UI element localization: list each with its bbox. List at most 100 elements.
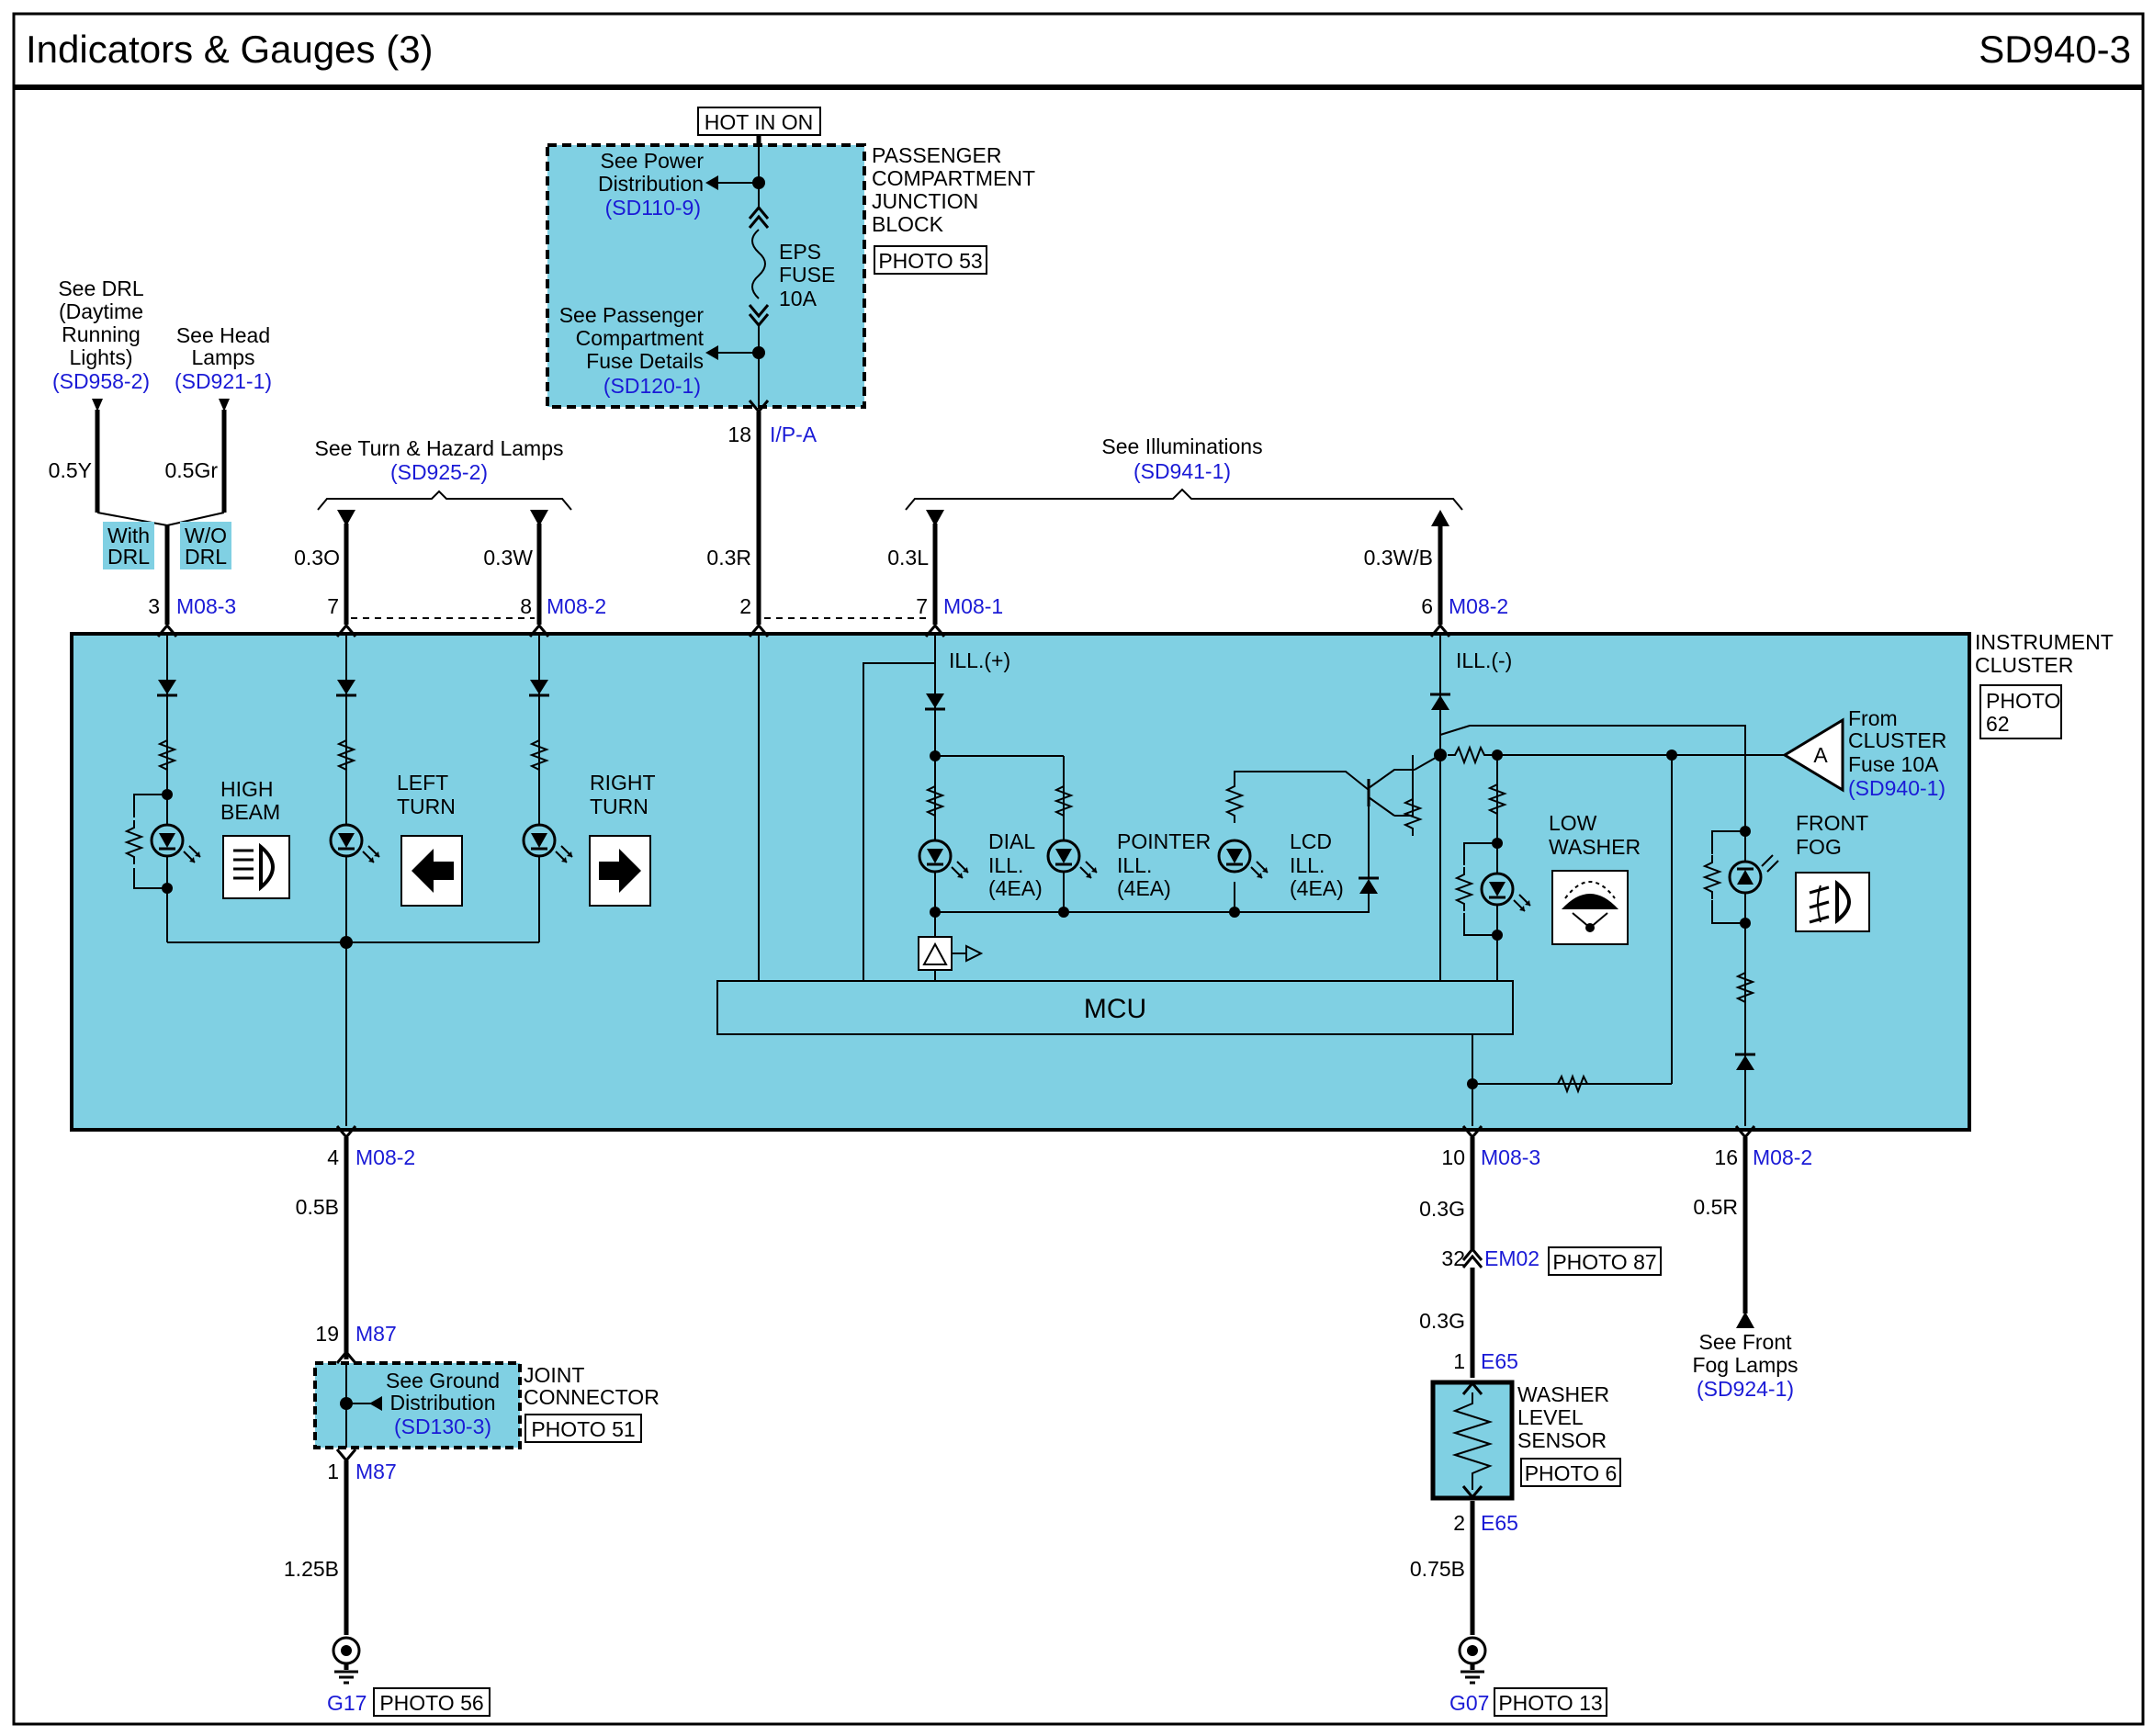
- illuminations-ref[interactable]: See Illuminations (SD941-1): [1101, 434, 1262, 483]
- svg-text:Distribution: Distribution: [389, 1391, 495, 1415]
- svg-text:Fuse Details: Fuse Details: [586, 349, 704, 373]
- joint-photo-label[interactable]: PHOTO 51: [531, 1417, 635, 1441]
- fog-lamp-icon: [1795, 872, 1870, 932]
- junction-pin: 18: [727, 423, 751, 446]
- lcd-ill-label: LCD ILL. (4EA): [1290, 829, 1344, 900]
- svg-text:7: 7: [916, 594, 928, 618]
- svg-text:1: 1: [327, 1460, 339, 1483]
- svg-text:See Passenger: See Passenger: [559, 303, 705, 327]
- svg-text:JOINT: JOINT: [524, 1363, 584, 1387]
- instrument-cluster: [70, 632, 1971, 1132]
- svg-text:INSTRUMENT: INSTRUMENT: [1975, 630, 2114, 654]
- wire-0-3l: 0.3L: [887, 546, 929, 569]
- svg-text:(4EA): (4EA): [1290, 876, 1344, 900]
- conn-m08-2-top-right: M08-2: [1449, 594, 1508, 618]
- low-washer-label: LOW WASHER: [1549, 811, 1641, 859]
- svg-text:DIAL: DIAL: [988, 829, 1035, 853]
- left-arrow-icon: [400, 835, 463, 907]
- svg-text:WASHER: WASHER: [1549, 835, 1641, 859]
- svg-text:LCD: LCD: [1290, 829, 1332, 853]
- svg-text:(Daytime: (Daytime: [59, 299, 143, 323]
- svg-text:16: 16: [1714, 1145, 1738, 1169]
- svg-text:SENSOR: SENSOR: [1517, 1428, 1607, 1452]
- svg-text:WASHER: WASHER: [1517, 1382, 1609, 1406]
- svg-text:TURN: TURN: [590, 795, 648, 818]
- g17-photo-label[interactable]: PHOTO 56: [379, 1691, 483, 1715]
- junction-photo-box: [874, 245, 987, 275]
- power-distribution-ref[interactable]: See Power Distribution (SD110-9): [598, 149, 704, 220]
- right-arrow-icon: [589, 835, 651, 907]
- high-beam-label: HIGH BEAM: [220, 777, 280, 824]
- svg-text:7: 7: [327, 594, 339, 618]
- from-cluster-fuse-ref[interactable]: From CLUSTER Fuse 10A (SD940-1): [1848, 706, 1946, 800]
- svg-text:1: 1: [1453, 1349, 1465, 1373]
- front-fog-label: FRONT FOG: [1796, 811, 1868, 859]
- joint-photo-box: [524, 1414, 642, 1443]
- svg-text:RIGHT: RIGHT: [590, 771, 656, 795]
- cluster-photo-label[interactable]: PHOTO: [1986, 689, 2060, 713]
- conn-m08-2-bottom: M08-2: [355, 1145, 415, 1169]
- wire-0-5gr: 0.5Gr: [164, 458, 218, 482]
- svg-text:JUNCTION: JUNCTION: [872, 189, 978, 213]
- drl-ref[interactable]: See DRL (Daytime Running Lights) (SD958-…: [52, 276, 150, 393]
- cluster-photo-box: [1979, 684, 2062, 739]
- turn-hazard-ref[interactable]: See Turn & Hazard Lamps (SD925-2): [314, 436, 563, 484]
- svg-text:(SD921-1): (SD921-1): [175, 369, 272, 393]
- ground-g07-label: G07: [1449, 1691, 1489, 1715]
- svg-text:LEFT: LEFT: [397, 771, 448, 795]
- svg-text:From: From: [1848, 706, 1898, 730]
- wire-0-3g-2: 0.3G: [1419, 1309, 1465, 1333]
- fuse-details-ref[interactable]: See Passenger Compartment Fuse Details (…: [559, 303, 705, 398]
- svg-text:(SD958-2): (SD958-2): [52, 369, 150, 393]
- svg-text:See Head: See Head: [176, 323, 270, 347]
- page-code: SD940-3: [1979, 28, 2131, 71]
- svg-text:Distribution: Distribution: [598, 172, 704, 196]
- illum-ref-brace: [905, 488, 1463, 511]
- svg-text:With: With: [107, 524, 150, 547]
- svg-text:LEVEL: LEVEL: [1517, 1405, 1584, 1429]
- svg-text:Fog Lamps: Fog Lamps: [1692, 1353, 1798, 1377]
- eps-fuse-label: EPS FUSE 10A: [779, 240, 835, 310]
- conn-m87-in: M87: [355, 1322, 397, 1346]
- svg-text:2: 2: [739, 594, 751, 618]
- conn-m08-3-bottom: M08-3: [1481, 1145, 1540, 1169]
- front-fog-lamps-ref[interactable]: See Front Fog Lamps (SD924-1): [1692, 1330, 1798, 1401]
- g07-photo-box: [1494, 1687, 1607, 1717]
- svg-text:CLUSTER: CLUSTER: [1975, 653, 2073, 677]
- ground-distribution-ref[interactable]: See Ground Distribution (SD130-3): [386, 1369, 500, 1438]
- svg-text:ILL.: ILL.: [988, 853, 1023, 877]
- svg-text:(SD120-1): (SD120-1): [603, 374, 701, 398]
- conn-m08-2-fog: M08-2: [1753, 1145, 1812, 1169]
- svg-text:ILL.: ILL.: [1117, 853, 1152, 877]
- junction-connector: I/P-A: [770, 423, 818, 446]
- svg-text:Lamps: Lamps: [191, 345, 254, 369]
- svg-text:4: 4: [327, 1145, 339, 1169]
- svg-text:TURN: TURN: [397, 795, 456, 818]
- svg-text:DRL: DRL: [107, 545, 150, 569]
- svg-text:EPS: EPS: [779, 240, 821, 264]
- svg-text:BLOCK: BLOCK: [872, 212, 944, 236]
- svg-text:See Power: See Power: [600, 149, 704, 173]
- svg-text:19: 19: [315, 1322, 339, 1346]
- right-turn-label: RIGHT TURN: [590, 771, 656, 818]
- washer-icon: [1551, 870, 1629, 945]
- head-lamps-ref[interactable]: See Head Lamps (SD921-1): [175, 323, 272, 393]
- sensor-photo-label[interactable]: PHOTO 6: [1525, 1461, 1618, 1485]
- svg-text:COMPARTMENT: COMPARTMENT: [872, 166, 1035, 190]
- ground-g17-label: G17: [327, 1691, 367, 1715]
- svg-text:HIGH: HIGH: [220, 777, 274, 801]
- joint-connector-name: JOINT CONNECTOR: [524, 1363, 660, 1409]
- junction-photo-label[interactable]: PHOTO 53: [878, 249, 982, 273]
- svg-text:PASSENGER: PASSENGER: [872, 143, 1001, 167]
- junction-block: [546, 143, 866, 409]
- svg-text:LOW: LOW: [1549, 811, 1597, 835]
- em02-photo-label[interactable]: PHOTO 87: [1552, 1250, 1656, 1274]
- washer-sensor-name: WASHER LEVEL SENSOR: [1517, 1382, 1609, 1452]
- ill-minus-label: ILL.(-): [1456, 648, 1512, 672]
- em02-photo-box: [1548, 1246, 1662, 1276]
- g07-photo-label[interactable]: PHOTO 13: [1498, 1691, 1602, 1715]
- svg-text:(SD110-9): (SD110-9): [605, 196, 701, 220]
- svg-text:See Ground: See Ground: [386, 1369, 500, 1392]
- svg-text:(4EA): (4EA): [988, 876, 1043, 900]
- page-frame: [12, 12, 2145, 1726]
